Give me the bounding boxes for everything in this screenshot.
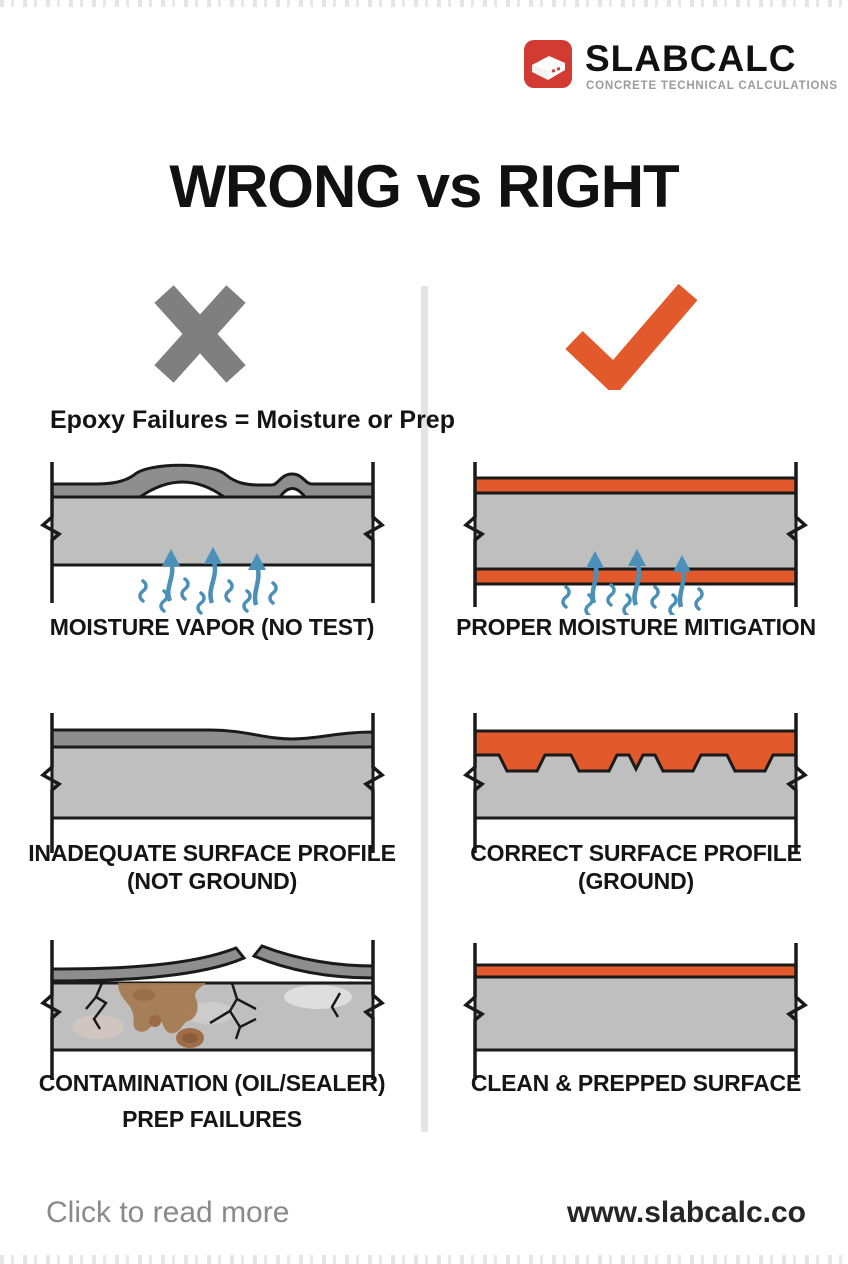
wrong-item-2-label: INADEQUATE SURFACE PROFILE — [28, 840, 396, 866]
right-item-1-label: PROPER MOISTURE MITIGATION — [456, 614, 816, 640]
diagram-moisture-vapor-no-test — [40, 462, 385, 615]
wrong-item-3-sublabel: PREP FAILURES — [122, 1106, 302, 1132]
brand-name: SLABCALC — [585, 38, 797, 79]
right-item-3-label: CLEAN & PREPPED SURFACE — [470, 1070, 802, 1096]
check-icon — [565, 283, 697, 390]
cracks — [85, 982, 342, 1040]
wrong-item-3-label: CONTAMINATION (OIL/SEALER) — [38, 1070, 386, 1096]
diagram-contamination-prep-failures — [40, 940, 385, 1080]
wrong-item-2-sublabel: (NOT GROUND) — [126, 868, 298, 894]
slab-icon — [532, 56, 565, 80]
read-more-link[interactable]: Click to read more — [46, 1196, 290, 1229]
right-item-2-sublabel: (GROUND) — [578, 868, 694, 894]
brand-tagline: CONCRETE TECHNICAL CALCULATIONS — [586, 80, 838, 92]
diagram-inadequate-surface-profile — [40, 713, 385, 853]
edge-artifact-bottom — [0, 1255, 848, 1264]
diagram-correct-surface-profile — [463, 713, 808, 853]
wrong-column-heading: Epoxy Failures = Moisture or Prep — [50, 406, 455, 434]
wrong-item-1-label: MOISTURE VAPOR (NO TEST) — [49, 614, 375, 640]
diagram-clean-prepped-surface — [463, 943, 808, 1080]
diagram-proper-moisture-mitigation — [463, 462, 808, 615]
right-item-2-label: CORRECT SURFACE PROFILE — [470, 840, 802, 866]
vapor-squiggles — [138, 577, 278, 615]
x-icon — [154, 285, 246, 383]
vapor-arrowheads — [162, 547, 266, 570]
website-link[interactable]: www.slabcalc.co — [567, 1196, 806, 1229]
brand-logo — [524, 40, 572, 88]
page-title: WRONG vs RIGHT — [169, 153, 679, 220]
edge-artifact-top — [0, 0, 848, 7]
vapor-squiggles — [561, 583, 704, 615]
column-divider — [421, 286, 428, 1132]
vapor-arrowheads — [586, 549, 691, 572]
